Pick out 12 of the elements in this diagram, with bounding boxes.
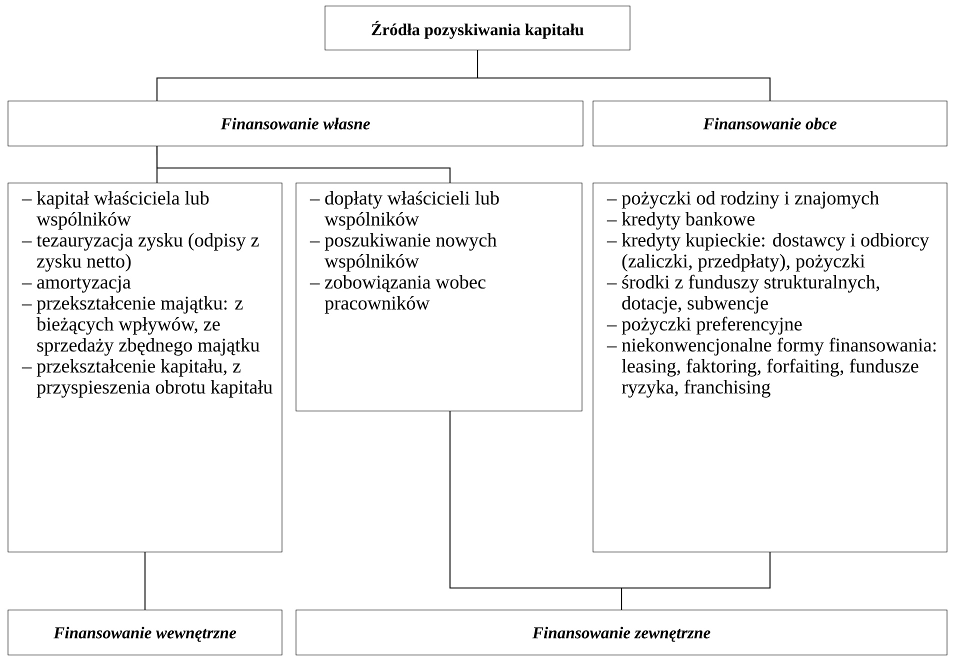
- category-box: Finansowanie własne: [8, 100, 584, 146]
- connector-line: [476, 50, 771, 101]
- list-box: – pożyczki od rodziny i znajomych – kredyty bankowe – kredyty kupieckie: dostawcy i odbiorcy (zaliczki, przedpłaty), pożyczki – środki z funduszy strukturalnych, dotacje, subwencje – pożyczki preferencyjne – niekonwencjonalne formy finansowania: leasing, faktoring, forfaiting, fundusze ryzyka, franchising: [592, 182, 948, 552]
- list-box: – dopłaty właścicieli lub wspólników – poszukiwanie nowych wspólników – zobowiązania wobec pracowników: [296, 182, 582, 412]
- connector-line: [144, 552, 146, 610]
- category-box: Finansowanie wewnętrzne: [8, 610, 282, 656]
- connector-line: [620, 552, 771, 610]
- list-box: – kapitał właściciela lub wspólników – tezauryzacja zysku (odpisy z zysku netto) – amortyzacja – przekształcenie majątku: z bieżących wpływów, ze sprzedaży zbędnego majątku – przekształcenie kapitału, z przyspieszenia obrotu kapitału: [8, 182, 282, 552]
- connector-line: [156, 146, 451, 183]
- category-box: Finansowanie obce: [592, 100, 948, 146]
- title-box: Źródła pozyskiwania kapitału: [324, 6, 630, 50]
- category-box: Finansowanie zewnętrzne: [296, 610, 948, 656]
